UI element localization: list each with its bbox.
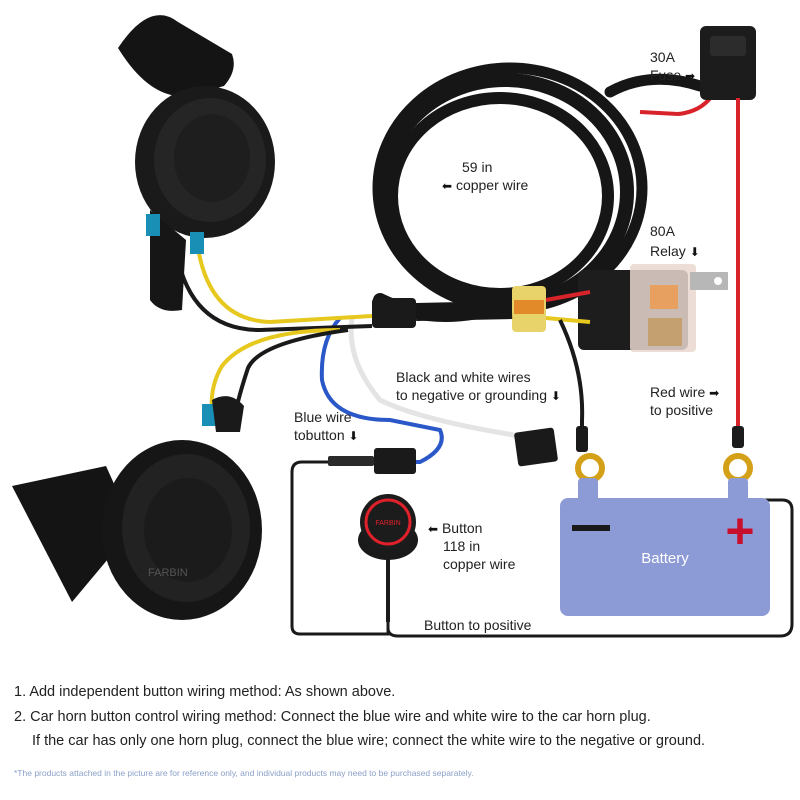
horn-upper — [118, 15, 275, 311]
bw-wires-label-line1: Black and white wires — [396, 369, 531, 385]
button-label-text: Button — [441, 520, 483, 536]
copper-wire-name: copper wire — [455, 177, 529, 193]
blue-wire — [319, 316, 444, 464]
arrow-down-icon: ⬇ — [689, 245, 700, 259]
red-wire-label-line2: to positive — [650, 402, 714, 418]
note-2: 2. Car horn button control wiring method… — [14, 708, 651, 725]
button-brand: FARBIN — [375, 520, 400, 527]
arrow-down-icon: ⬇ — [550, 389, 561, 403]
fuse-amp-label: 30A — [650, 49, 675, 65]
yellow-wire-upper — [196, 247, 373, 325]
horn-button: FARBIN — [358, 494, 418, 622]
arrow-down-icon: ⬇ — [348, 429, 359, 443]
ground-wire-terminal — [575, 426, 605, 483]
red-wire-label-line1: Red wire ➡ — [650, 383, 719, 402]
red-wire-terminal — [723, 426, 753, 483]
battery-minus-sign — [572, 525, 610, 531]
copper-wire-label: ⬅ copper wire — [442, 176, 528, 195]
note-2-continued: If the car has only one horn plug, conne… — [32, 733, 706, 749]
battery-label: Battery — [641, 550, 689, 567]
bw-wires-label-text: to negative or grounding — [396, 387, 547, 403]
yellow-wire-lower — [209, 328, 341, 411]
copper-wire-length-label: 59 in — [462, 159, 493, 175]
button-label-line2: 118 in — [443, 538, 481, 554]
relay-label: Relay ⬇ — [650, 242, 700, 261]
fuse-label: Fuse ➡ — [650, 66, 695, 85]
fuse-holder — [639, 26, 756, 117]
blue-wire-label-text: tobutton — [294, 427, 345, 443]
horn-brand: FARBIN — [148, 567, 188, 579]
blue-wire-connector — [328, 448, 416, 474]
button-to-positive-label: Button to positive — [424, 617, 532, 633]
red-wire-label-text: Red wire — [650, 384, 706, 400]
harness-junction — [372, 286, 591, 332]
bw-wires-label-line2: to negative or grounding ⬇ — [396, 386, 561, 405]
wiring-diagram: + Battery FARBIN FARBIN 30A Fuse ➡ 59 in… — [12, 15, 794, 638]
relay-amp-label: 80A — [650, 223, 675, 239]
button-label-line3: copper wire — [443, 556, 516, 572]
wiring-diagram-svg: + Battery FARBIN FARBIN — [12, 15, 794, 638]
blue-wire-label-line1: Blue wire — [294, 409, 352, 425]
battery: + Battery — [560, 478, 770, 616]
horn-lower: FARBIN — [12, 396, 262, 620]
disclaimer-footnote: *The products attached in the picture ar… — [14, 768, 474, 778]
arrow-right-icon: ➡ — [709, 386, 720, 400]
wiring-notes: 1. Add independent button wiring method:… — [14, 680, 794, 754]
arrow-left-icon: ⬅ — [428, 522, 439, 536]
button-label-line1: ⬅ Button — [428, 519, 482, 538]
black-wire-lower — [234, 328, 349, 411]
battery-plus-sign: + — [725, 503, 754, 559]
arrow-right-icon: ➡ — [685, 69, 696, 83]
arrow-left-icon: ⬅ — [442, 179, 453, 193]
button-positive-loop — [290, 460, 794, 638]
note-1: 1. Add independent button wiring method:… — [14, 684, 396, 700]
white-wire-connector — [514, 427, 558, 467]
blue-wire-label-line2: tobutton ⬇ — [294, 426, 359, 445]
white-wire — [348, 317, 521, 439]
relay — [578, 264, 728, 352]
fuse-name: Fuse — [650, 67, 682, 83]
black-ground-wire — [558, 319, 585, 430]
relay-name: Relay — [650, 243, 686, 259]
